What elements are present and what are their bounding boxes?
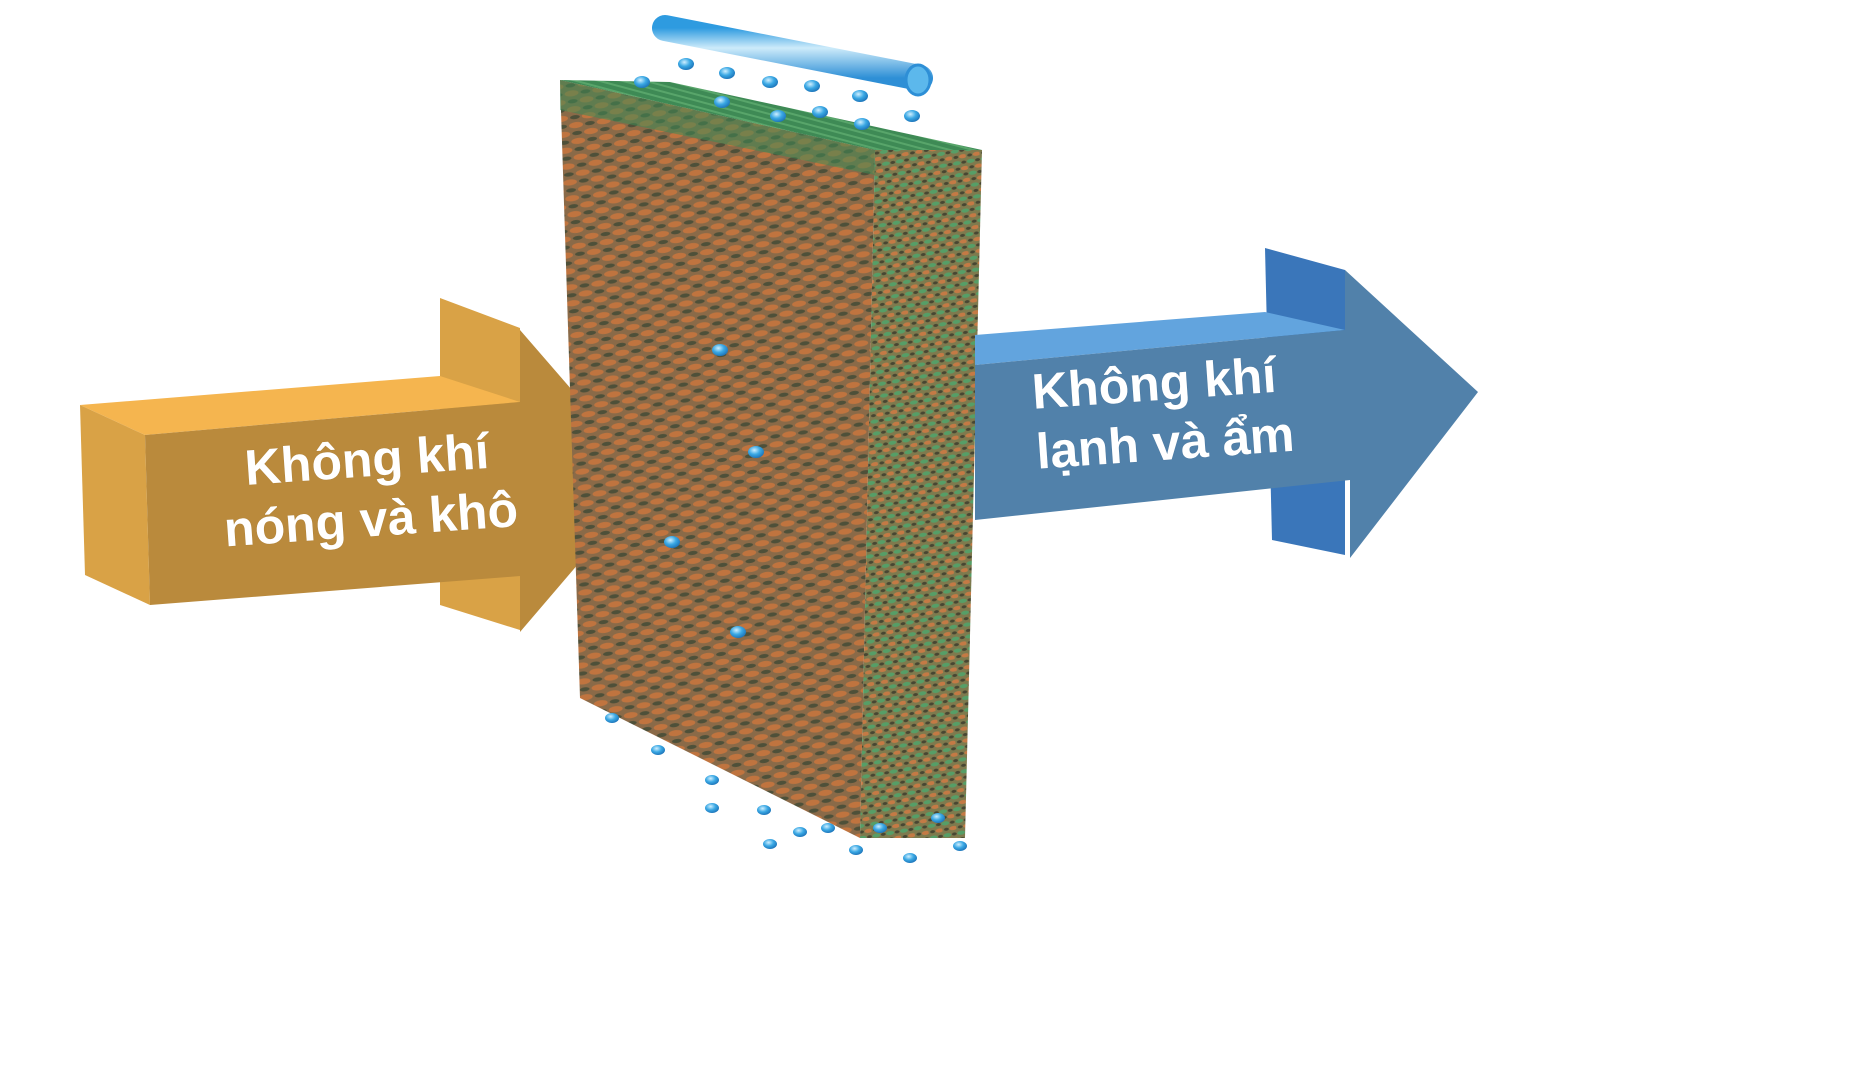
- cool-air-arrow: [975, 248, 1478, 558]
- hot-air-arrow: [80, 298, 650, 632]
- pad-front-face: [560, 80, 875, 838]
- hot-dry-air-label: Không khí nóng và khô: [215, 419, 523, 560]
- hot-arrow-left-face: [80, 405, 150, 605]
- cool-arrow-front: [975, 270, 1478, 558]
- cooling-pad: [560, 80, 982, 838]
- water-pipe: [652, 15, 933, 97]
- pad-side-face: [860, 150, 982, 838]
- cool-humid-air-label: Không khí lạnh và ẩm: [1030, 341, 1338, 482]
- cool-arrow-top-face: [975, 312, 1345, 365]
- water-drops: [605, 58, 967, 863]
- hot-arrow-front: [145, 330, 650, 632]
- hot-arrow-top-face: [80, 376, 520, 435]
